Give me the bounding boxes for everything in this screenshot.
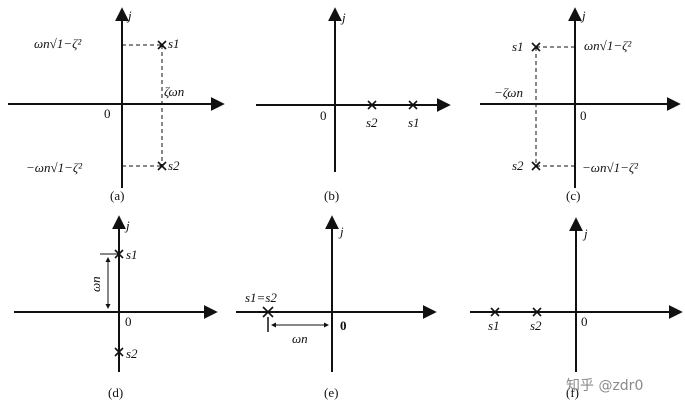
panel-e: j 0 s1=s2 ωn (e) <box>236 215 437 400</box>
pole-label-s2: s2 <box>366 115 378 130</box>
origin-label: 0 <box>340 318 347 333</box>
imag-part-label-bottom: −ωn√1−ζ² <box>26 160 83 175</box>
caption-a: (a) <box>110 188 124 203</box>
pole-label-s2: s2 <box>530 318 542 333</box>
panel-d: j 0 s1 s2 ωn (d) <box>14 215 218 400</box>
pole-marker-s2 <box>157 161 167 171</box>
length-label: ωn <box>292 331 308 346</box>
pole-marker-s2 <box>531 161 541 171</box>
caption-e: (e) <box>324 385 338 400</box>
origin-label: 0 <box>581 314 588 329</box>
real-part-label: ζωn <box>164 84 184 99</box>
panel-b: j 0 s2 s1 (b) <box>256 7 451 203</box>
pole-marker-s2 <box>367 100 377 110</box>
caption-c: (c) <box>566 188 580 203</box>
pole-marker-s1 <box>490 307 500 317</box>
pole-marker-s2 <box>532 307 542 317</box>
imag-axis-label: j <box>124 218 130 233</box>
origin-label: 0 <box>580 108 587 123</box>
pole-label-s2: s2 <box>512 158 524 173</box>
pole-marker-s1 <box>531 42 541 52</box>
origin-label: 0 <box>104 106 111 121</box>
caption-b: (b) <box>324 188 339 203</box>
watermark-text: 知乎 @zdr0 <box>566 377 643 394</box>
panel-a: j 0 s1 s2 ωn√1−ζ² −ωn√1−ζ² ζωn (a) <box>8 7 225 203</box>
panel-c: j 0 s1 s2 ωn√1−ζ² −ωn√1−ζ² −ζωn (c) <box>480 7 681 203</box>
length-label: ωn <box>88 276 103 292</box>
pole-label-double: s1=s2 <box>245 290 277 305</box>
pole-label-s2: s2 <box>168 158 180 173</box>
pole-label-s2: s2 <box>126 346 138 361</box>
imag-part-label-top: ωn√1−ζ² <box>34 36 82 51</box>
imag-part-label-bottom: −ωn√1−ζ² <box>582 160 639 175</box>
caption-d: (d) <box>108 385 123 400</box>
real-part-label: −ζωn <box>494 85 523 100</box>
pole-label-s1: s1 <box>408 115 420 130</box>
imag-axis-label: j <box>340 10 346 25</box>
pole-label-s1: s1 <box>488 318 500 333</box>
pole-marker-double <box>262 306 274 318</box>
imag-part-label-top: ωn√1−ζ² <box>584 38 632 53</box>
imag-axis-label: j <box>580 8 586 23</box>
panel-f: j 0 s1 s2 (f) <box>470 217 683 400</box>
origin-label: 0 <box>125 314 132 329</box>
imag-axis-label: j <box>582 226 588 241</box>
pole-label-s1: s1 <box>512 39 524 54</box>
imag-axis-label: j <box>126 8 132 23</box>
pole-marker-s2 <box>114 347 124 357</box>
pole-label-s1: s1 <box>168 36 180 51</box>
pole-marker-s1 <box>114 249 124 259</box>
origin-label: 0 <box>320 108 327 123</box>
caption-f: (f) <box>566 385 579 400</box>
pole-label-s1: s1 <box>126 247 138 262</box>
imag-axis-label: j <box>338 224 344 239</box>
pole-marker-s1 <box>157 40 167 50</box>
pole-marker-s1 <box>408 100 418 110</box>
